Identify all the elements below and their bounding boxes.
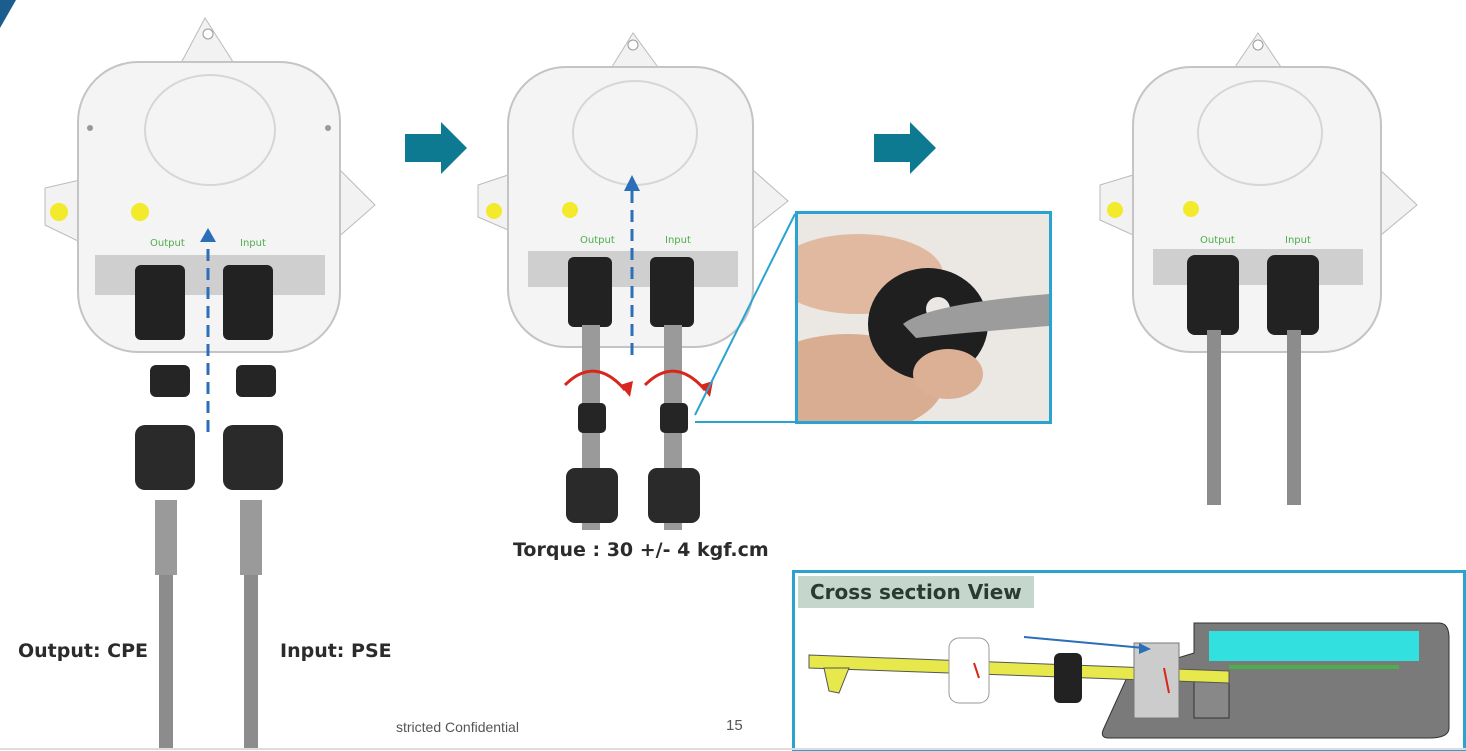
cross-section-diagram xyxy=(808,622,1450,739)
seal-closeup-photo xyxy=(795,211,1052,424)
svg-text:Input: Input xyxy=(240,238,266,249)
device-exploded-view: Output Input xyxy=(44,17,376,750)
device-final-view: Output Input xyxy=(1099,32,1418,505)
svg-text:Input: Input xyxy=(1285,235,1311,246)
input-label: Input: PSE xyxy=(280,640,392,662)
output-label: Output: CPE xyxy=(18,640,149,662)
page-number: 15 xyxy=(726,717,743,734)
torque-label: Torque : 30 +/- 4 kgf.cm xyxy=(513,539,769,561)
bottom-rule xyxy=(0,748,1466,750)
cross-section-title: Cross section View xyxy=(798,576,1034,608)
cross-section-panel: Cross section View xyxy=(792,570,1466,751)
svg-text:Output: Output xyxy=(1200,235,1235,246)
footer-confidential: stricted Confidential xyxy=(396,719,519,735)
step-arrow-1-icon xyxy=(405,122,467,174)
device-assembly-view: Output Input xyxy=(477,32,789,530)
corner-accent xyxy=(0,0,16,28)
callout-lines xyxy=(694,213,796,423)
svg-text:Output: Output xyxy=(150,238,185,249)
step-arrow-2-icon xyxy=(874,122,936,174)
svg-text:Output: Output xyxy=(580,235,615,246)
svg-text:Input: Input xyxy=(665,235,691,246)
